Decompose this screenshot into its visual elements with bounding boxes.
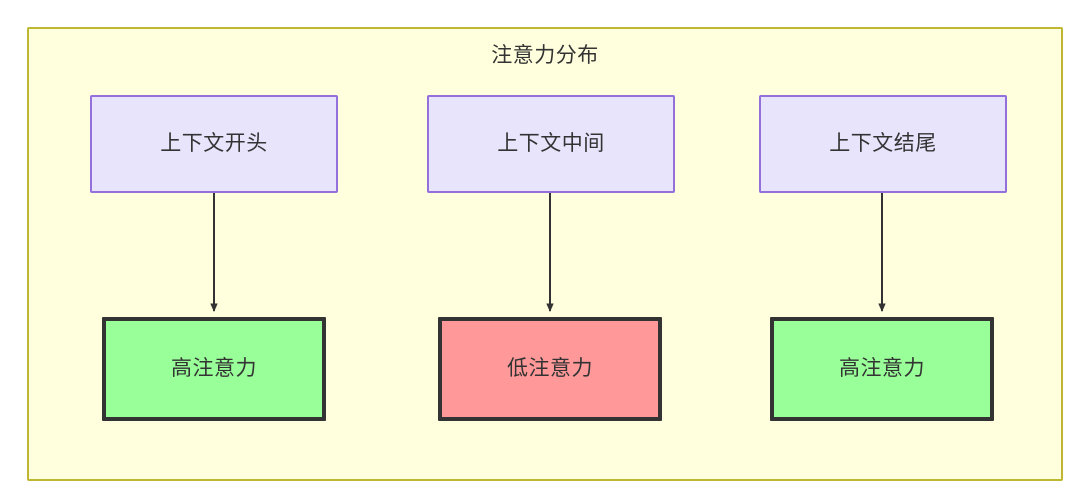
- node-attention-high-start[interactable]: 高注意力: [102, 317, 326, 421]
- node-context-middle[interactable]: 上下文中间: [427, 95, 675, 193]
- node-attention-low-middle-label: 低注意力: [507, 357, 593, 380]
- node-context-end-label: 上下文结尾: [829, 132, 937, 155]
- subgraph-title: 注意力分布: [491, 44, 599, 67]
- node-attention-high-end-label: 高注意力: [839, 357, 925, 380]
- node-context-end[interactable]: 上下文结尾: [759, 95, 1007, 193]
- node-context-start-label: 上下文开头: [160, 132, 268, 155]
- node-attention-high-end[interactable]: 高注意力: [770, 317, 994, 421]
- subgraph-container: 注意力分布 上下文开头 上下文中间 上下文结尾 高注意力 低: [27, 27, 1063, 481]
- node-attention-low-middle[interactable]: 低注意力: [438, 317, 662, 421]
- node-context-middle-label: 上下文中间: [497, 132, 605, 155]
- node-context-start[interactable]: 上下文开头: [90, 95, 338, 193]
- node-attention-high-start-label: 高注意力: [171, 357, 257, 380]
